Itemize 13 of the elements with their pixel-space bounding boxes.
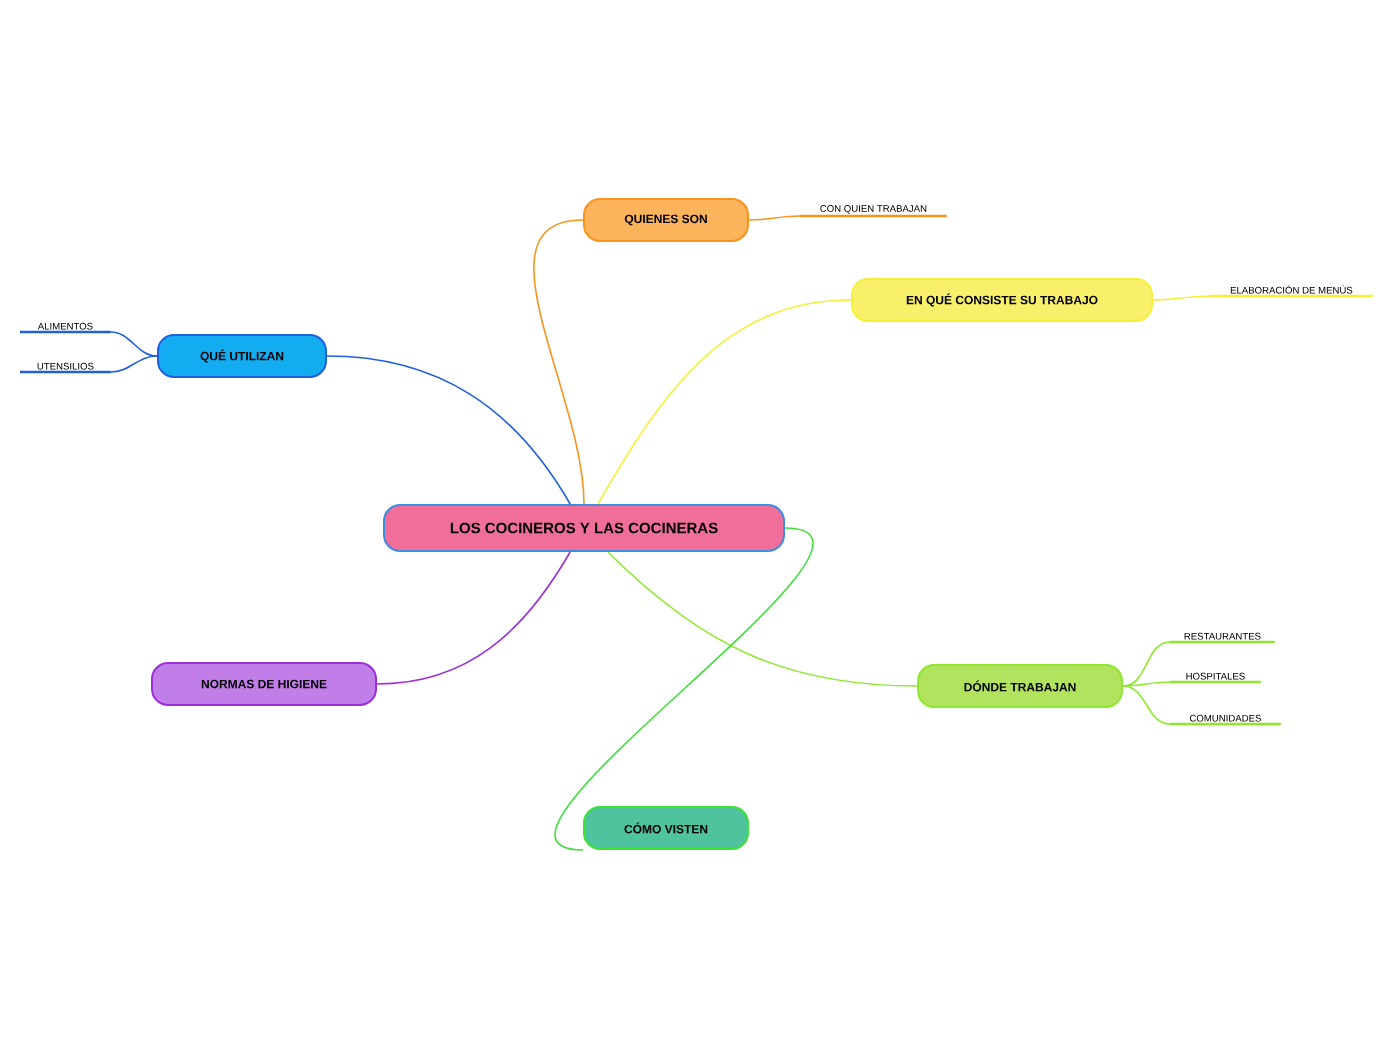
connector bbox=[1122, 685, 1171, 725]
connector bbox=[376, 551, 571, 685]
connector bbox=[110, 331, 158, 357]
connector bbox=[326, 355, 571, 505]
connector bbox=[110, 355, 158, 373]
connector bbox=[1152, 295, 1211, 301]
connector bbox=[607, 551, 918, 687]
connector bbox=[748, 215, 801, 221]
connector bbox=[1122, 681, 1171, 687]
connector bbox=[533, 219, 585, 505]
connector bbox=[555, 527, 813, 851]
connector bbox=[597, 299, 852, 505]
connector bbox=[1122, 641, 1171, 687]
